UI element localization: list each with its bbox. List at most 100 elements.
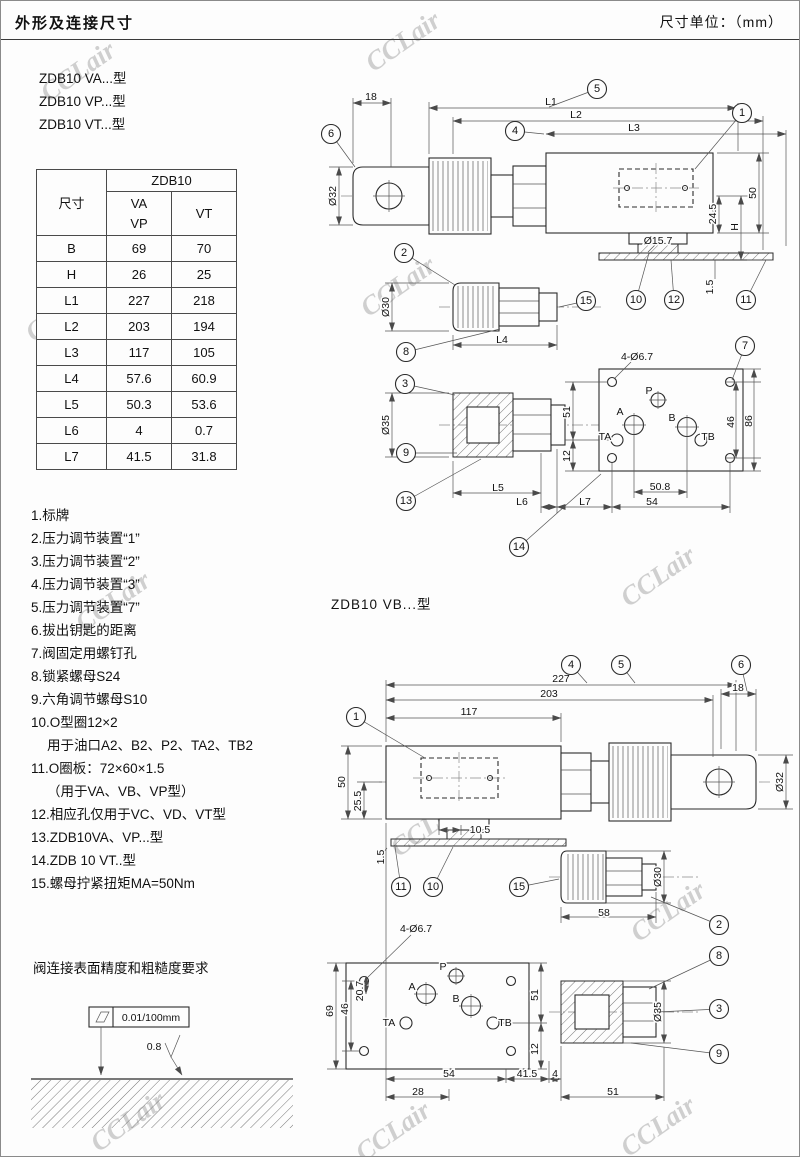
dim-label: 54 — [646, 496, 658, 508]
balloon-3 — [394, 373, 416, 395]
flatness-tolerance: 0.01/100mm — [122, 1012, 181, 1024]
dim-label: 10.5 — [470, 824, 491, 836]
dim-label: 41.5 — [517, 1068, 538, 1080]
svg-text:1: 1 — [353, 711, 359, 723]
dim-label: H — [729, 223, 741, 231]
dim-label: 50.8 — [650, 481, 671, 493]
dim-label: B — [452, 993, 459, 1005]
dim-label: 58 — [598, 907, 610, 919]
dim-label: Ø32 — [327, 186, 339, 206]
dim-label: Ø15.7 — [644, 235, 673, 247]
dim-label: 227 — [552, 673, 570, 685]
balloon-5 — [610, 654, 632, 676]
svg-text:4: 4 — [512, 125, 518, 137]
balloon-7 — [734, 335, 756, 357]
dim-label: L2 — [570, 109, 582, 121]
svg-text:10: 10 — [630, 294, 642, 306]
balloon-11 — [390, 876, 412, 898]
balloon-10 — [422, 876, 444, 898]
drawing-1 — [329, 98, 787, 513]
svg-text:7: 7 — [742, 340, 748, 352]
dim-label: 18 — [732, 682, 744, 694]
dim-label: L7 — [579, 496, 591, 508]
dim-label: TB — [498, 1017, 511, 1029]
svg-text:15: 15 — [513, 881, 525, 893]
svg-text:4: 4 — [568, 659, 574, 671]
balloon-2 — [708, 914, 730, 936]
svg-text:9: 9 — [716, 1048, 722, 1060]
dim-label: TA — [383, 1017, 396, 1029]
svg-text:2: 2 — [401, 247, 407, 259]
svg-text:12: 12 — [668, 294, 680, 306]
balloon-11 — [735, 289, 757, 311]
svg-text:3: 3 — [716, 1003, 722, 1015]
balloon-15 — [508, 876, 530, 898]
dim-label: 50 — [336, 776, 348, 788]
dim-label: TB — [701, 431, 714, 443]
dim-label: 25.5 — [352, 791, 364, 812]
dim-label: 117 — [461, 706, 478, 718]
svg-text:1: 1 — [739, 107, 745, 119]
balloon-6 — [320, 123, 342, 145]
svg-text:8: 8 — [403, 346, 409, 358]
dim-label: 28 — [412, 1086, 424, 1098]
dim-label: Ø35 — [380, 415, 392, 435]
dim-label: A — [408, 981, 415, 993]
svg-text:3: 3 — [402, 378, 408, 390]
dim-label: 69 — [324, 1005, 336, 1017]
roughness-value: 0.8 — [147, 1041, 162, 1053]
balloon-6 — [730, 654, 752, 676]
balloon-14 — [508, 536, 530, 558]
balloon-4 — [504, 120, 526, 142]
balloon-2 — [393, 242, 415, 264]
balloon-9 — [395, 442, 417, 464]
dim-label: 203 — [540, 688, 558, 700]
dim-label: 20.7 — [354, 981, 366, 1002]
dim-label: 18 — [365, 91, 377, 103]
dim-label: 12 — [529, 1043, 541, 1055]
dim-label: B — [668, 412, 675, 424]
balloon-10 — [625, 289, 647, 311]
roughness-icon — [164, 1034, 181, 1058]
svg-text:11: 11 — [395, 881, 406, 893]
dim-label: 86 — [743, 415, 755, 427]
dim-label: L1 — [545, 96, 557, 108]
dim-label: P — [439, 961, 446, 973]
balloon-5 — [586, 78, 608, 100]
dim-label: 1.5 — [375, 850, 387, 865]
dim-label: 46 — [725, 416, 737, 428]
svg-text:5: 5 — [594, 83, 600, 95]
dim-label: Ø32 — [774, 772, 786, 792]
svg-text:8: 8 — [716, 950, 722, 962]
dim-label: 4 — [552, 1068, 558, 1080]
dim-label: Ø30 — [380, 297, 392, 317]
svg-text:15: 15 — [580, 295, 592, 307]
svg-text:6: 6 — [738, 659, 744, 671]
dim-label: 51 — [561, 406, 573, 418]
dim-label: L4 — [496, 334, 508, 346]
svg-text:13: 13 — [400, 495, 412, 507]
svg-text:2: 2 — [716, 919, 722, 931]
dim-label: 4-Ø6.7 — [400, 923, 432, 935]
dim-label: 54 — [443, 1068, 455, 1080]
dim-label: 24.5 — [707, 204, 719, 225]
dim-label: 51 — [529, 989, 541, 1001]
svg-text:14: 14 — [513, 541, 525, 553]
svg-text:5: 5 — [618, 659, 624, 671]
balloon-15 — [575, 290, 597, 312]
balloon-9 — [708, 1043, 730, 1065]
dim-label: 50 — [747, 187, 759, 199]
roughness-diagram: 0.01/100mm 0.8 — [31, 1006, 293, 1128]
balloon-3 — [708, 998, 730, 1020]
hatched-surface — [31, 1080, 293, 1128]
dim-label: 46 — [339, 1003, 351, 1015]
drawing-2 — [327, 680, 793, 1101]
balloon-12 — [663, 289, 685, 311]
dim-label: TA — [599, 431, 612, 443]
balloon-8 — [708, 945, 730, 967]
balloon-4 — [560, 654, 582, 676]
svg-text:6: 6 — [328, 128, 334, 140]
svg-text:9: 9 — [403, 447, 409, 459]
